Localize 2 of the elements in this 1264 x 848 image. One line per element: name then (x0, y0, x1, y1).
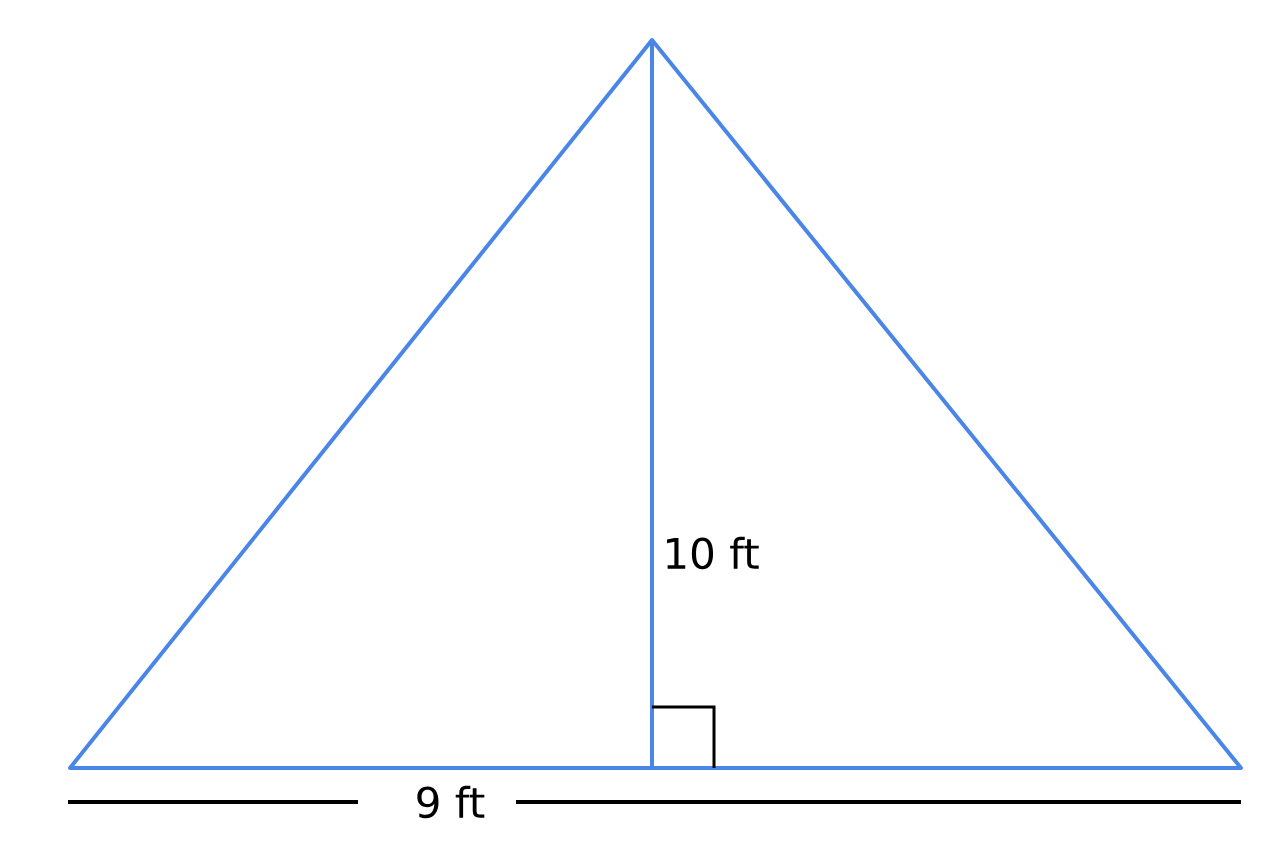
dimension-label: 10 ft (667, 536, 759, 570)
dimension-label: 9 ft (417, 785, 485, 819)
